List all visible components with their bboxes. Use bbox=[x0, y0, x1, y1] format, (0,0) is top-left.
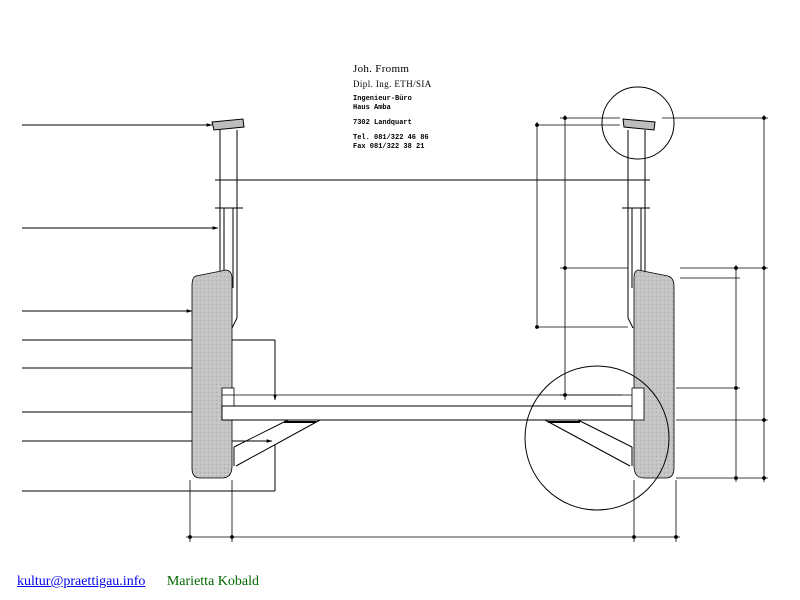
detail-circle-top bbox=[601, 86, 675, 160]
bottom-dimension-lines bbox=[186, 480, 680, 542]
stamp-title: Dipl. Ing. ETH/SIA bbox=[353, 79, 432, 89]
stamp-name: Joh. Fromm bbox=[353, 63, 410, 75]
right-wishbone bbox=[544, 419, 634, 467]
engineer-stamp: Joh. Fromm Dipl. Ing. ETH/SIA Ingenieur-… bbox=[353, 64, 432, 153]
author-name: Marietta Kobald bbox=[166, 574, 259, 589]
detail-circle-bottom bbox=[524, 365, 670, 511]
email-link[interactable]: kultur@praettigau.info bbox=[17, 574, 146, 589]
stamp-office: Ingenieur-Büro bbox=[353, 95, 412, 103]
left-leader-lines bbox=[22, 123, 277, 492]
right-dimension-lines bbox=[535, 115, 768, 482]
axle-crossbar bbox=[221, 394, 645, 421]
stamp-fax: Fax 081/322 38 21 bbox=[353, 143, 425, 151]
stamp-city: 7302 Landquart bbox=[353, 119, 412, 127]
footer: kultur@praettigau.info Marietta Kobald bbox=[17, 574, 259, 590]
stamp-building: Haus Amba bbox=[353, 104, 391, 112]
right-tire bbox=[633, 269, 675, 479]
stamp-tel: Tel. 081/322 46 86 bbox=[353, 134, 429, 142]
left-wishbone bbox=[232, 419, 321, 467]
suspension-drawing bbox=[22, 86, 768, 542]
left-tire bbox=[191, 269, 233, 479]
